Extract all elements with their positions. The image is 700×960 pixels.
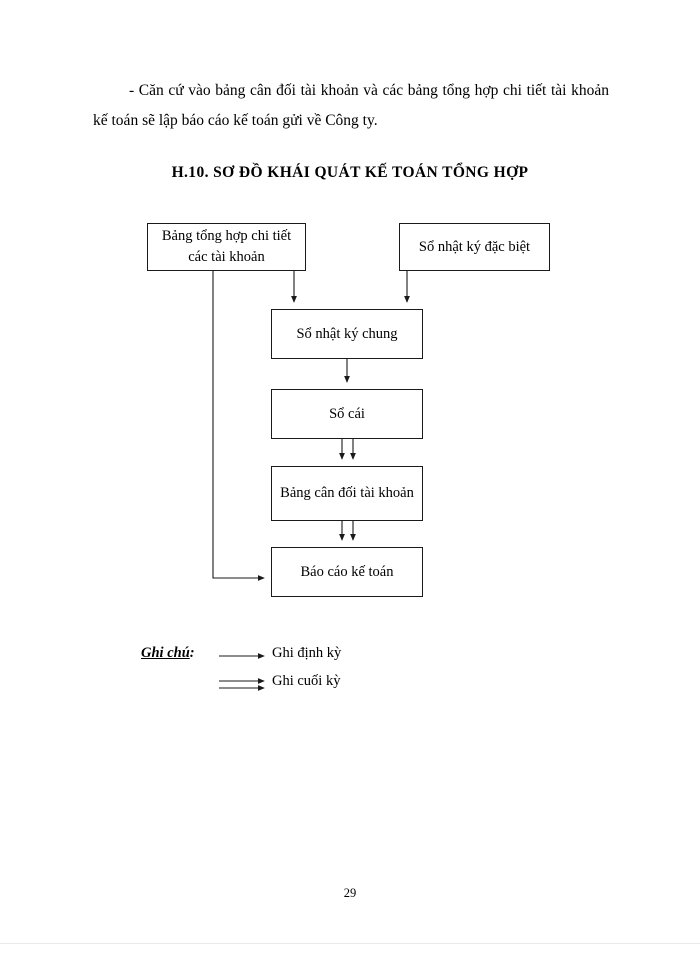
diagram-node-bang-tong-hop: Bảng tổng hợp chi tiết các tài khoản bbox=[147, 223, 306, 271]
diagram-node-so-cai: Sổ cái bbox=[271, 389, 423, 439]
node-label: Sổ nhật ký đặc biệt bbox=[418, 238, 531, 255]
legend: Ghi chú: Ghi định kỳ Ghi cuối kỳ bbox=[141, 645, 471, 705]
legend-title: Ghi chú: bbox=[141, 645, 195, 662]
node-label: Bảng cân đối tài khoản bbox=[280, 485, 414, 501]
node-label: Sổ cái bbox=[329, 405, 365, 422]
page-number: 29 bbox=[343, 886, 357, 900]
legend-arrows bbox=[219, 653, 265, 691]
diagram-node-so-nhat-ky-dac-biet: Sổ nhật ký đặc biệt bbox=[399, 223, 550, 271]
legend-title-suffix: : bbox=[189, 645, 195, 661]
node-label: Sổ nhật ký chung bbox=[296, 325, 398, 342]
legend-title-text: Ghi chú bbox=[141, 645, 190, 661]
diagram-title: H.10. SƠ ĐỒ KHÁI QUÁT KẾ TOÁN TỔNG HỢP bbox=[171, 164, 529, 181]
diagram-node-bao-cao: Báo cáo kế toán bbox=[271, 547, 423, 597]
paragraph-text: - Căn cứ vào bảng cân đối tài khoản và c… bbox=[93, 82, 609, 129]
diagram-node-bang-can-doi: Bảng cân đối tài khoản bbox=[271, 466, 423, 521]
node-label: Bảng tổng hợp chi tiết các tài khoản bbox=[161, 228, 292, 265]
legend-label-ghi-dinh-ky: Ghi định kỳ bbox=[272, 645, 342, 661]
edge-tonghop-to-baocao bbox=[212, 271, 265, 581]
page-bottom-edge bbox=[0, 943, 700, 960]
body-paragraph: - Căn cứ vào bảng cân đối tài khoản và c… bbox=[93, 76, 609, 136]
diagram-node-so-nhat-ky-chung: Sổ nhật ký chung bbox=[271, 309, 423, 359]
legend-label-ghi-cuoi-ky: Ghi cuối kỳ bbox=[272, 673, 341, 689]
node-label: Báo cáo kế toán bbox=[300, 563, 394, 580]
